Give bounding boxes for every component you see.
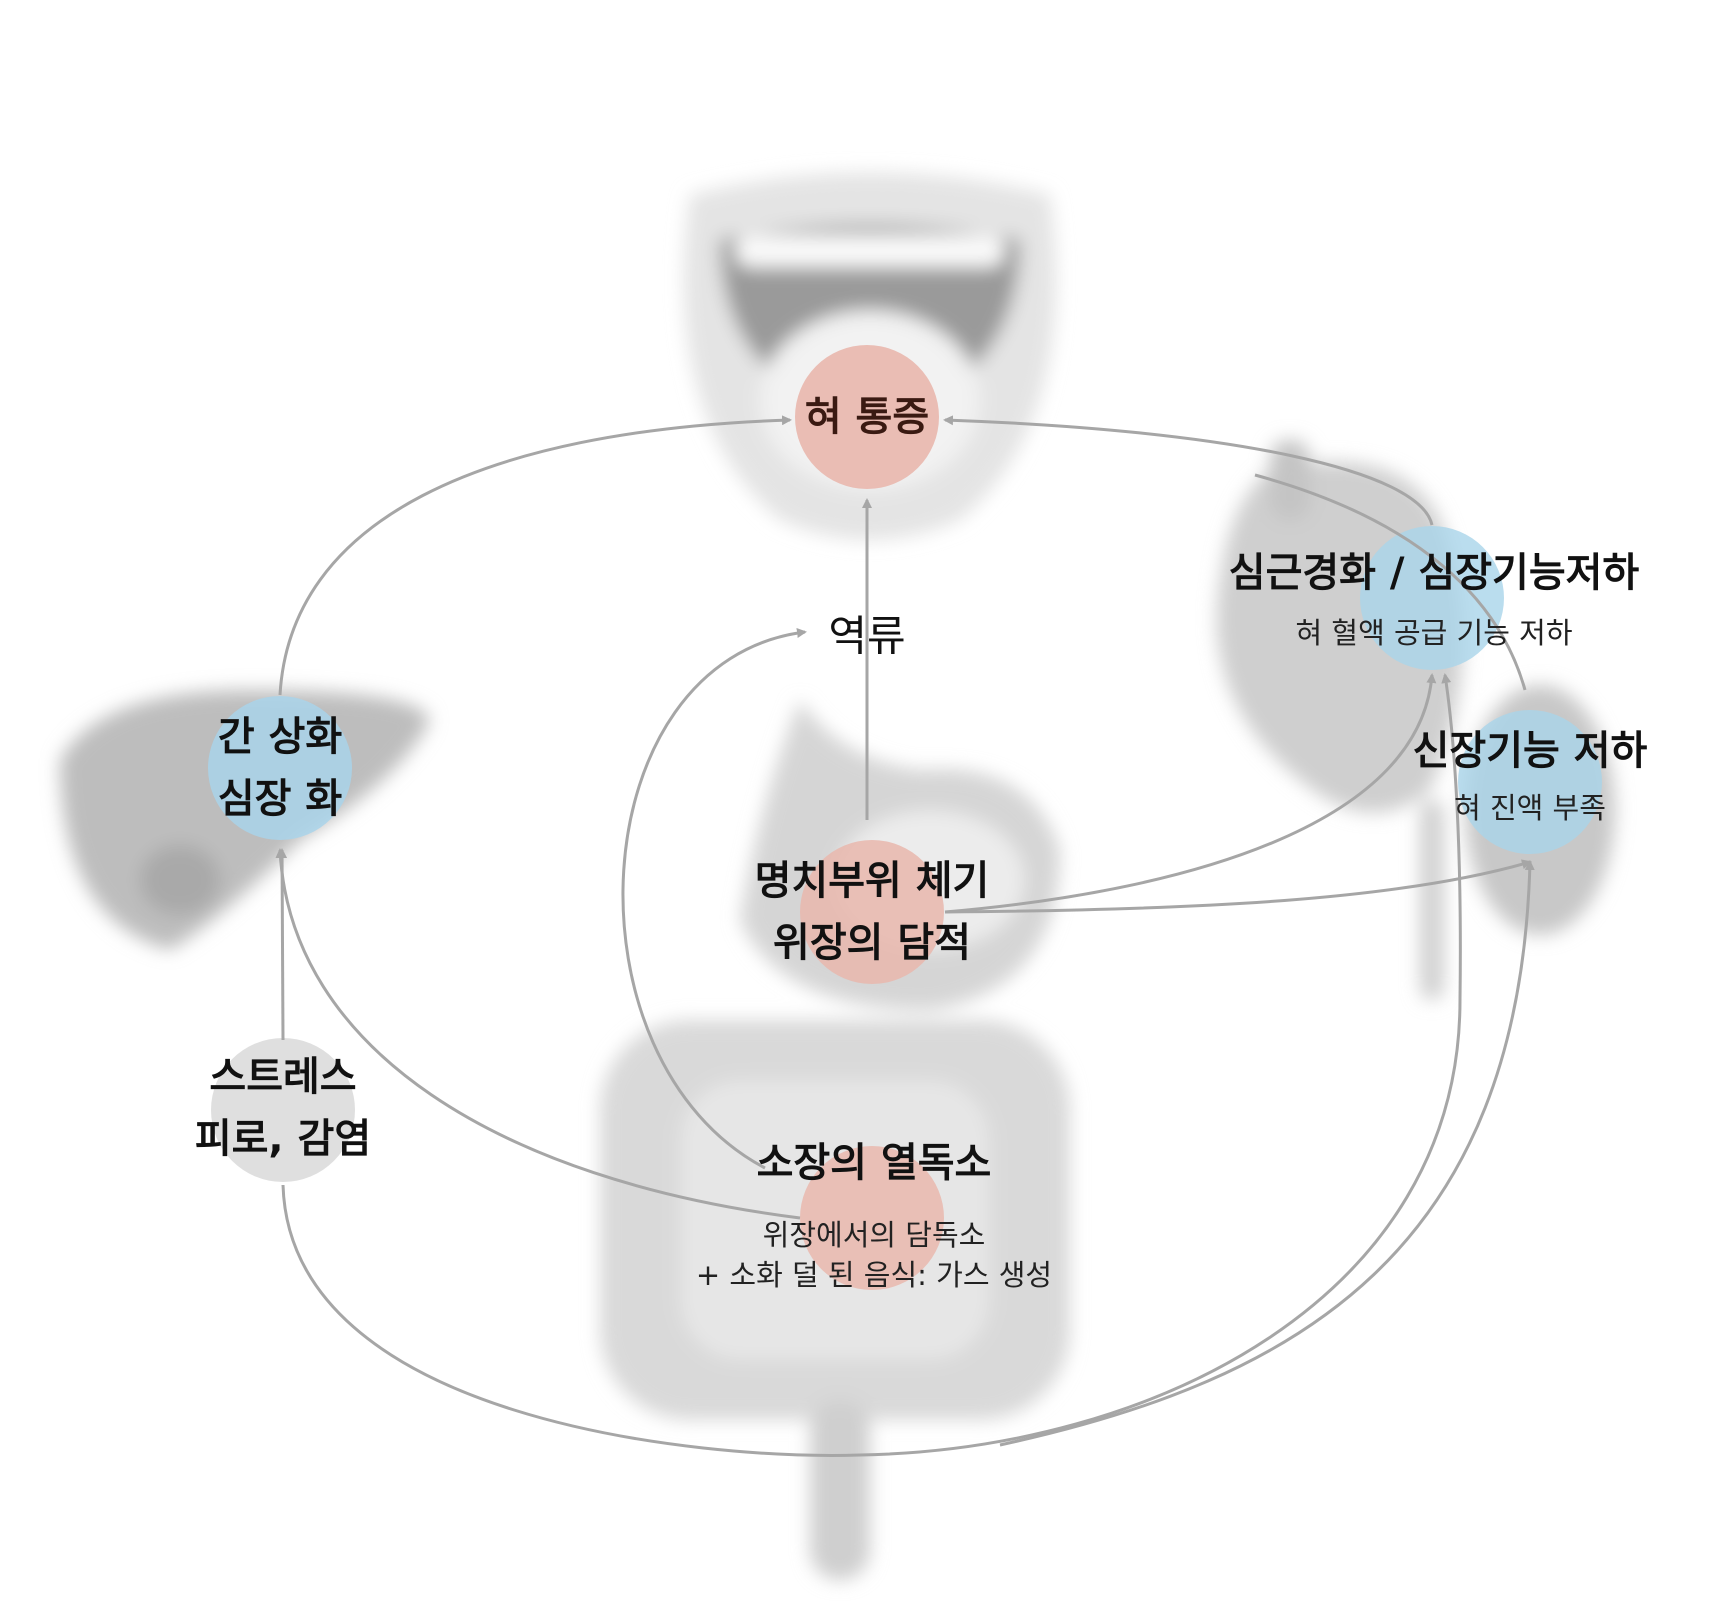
arrow-intestine-to-reflux bbox=[621, 628, 807, 1170]
stress-title-line1: 스트레스 bbox=[209, 1054, 357, 1100]
intestine-illustration bbox=[600, 1020, 1070, 1580]
kidney-sub: 혀 진액 부족 bbox=[1454, 791, 1606, 825]
liver-title-line1: 간 상화 bbox=[217, 714, 343, 760]
small-intestine-sub-line1: 위장에서의 담독소 bbox=[762, 1218, 986, 1252]
small-intestine-sub-line2: + 소화 덜 된 음식: 가스 생성 bbox=[695, 1258, 1053, 1292]
arrow-liver-to-tongue bbox=[278, 415, 792, 696]
arrow-stress-to-heart bbox=[281, 673, 1462, 1457]
epigastric-title-line1: 명치부위 체기 bbox=[754, 858, 990, 904]
reflux-label: 역류 bbox=[828, 611, 906, 661]
arrow-stress-to-liver bbox=[277, 848, 288, 1041]
stress-label: 스트레스 피로, 감염 bbox=[195, 1046, 371, 1170]
liver-title-line2: 심장 화 bbox=[217, 776, 343, 822]
epigastric-label: 명치부위 체기 위장의 담적 bbox=[755, 850, 990, 974]
arrows bbox=[275, 415, 1535, 1457]
heart-sub: 혀 혈액 공급 기능 저하 bbox=[1295, 616, 1573, 650]
arrow-epigastric-to-kidney bbox=[944, 859, 1532, 914]
kidney-title: 신장기능 저하 bbox=[1412, 728, 1648, 774]
epigastric-circle bbox=[800, 840, 944, 984]
liver-label: 간 상화 심장 화 bbox=[218, 706, 342, 830]
liver-circle bbox=[208, 696, 352, 840]
arrow-stress-to-kidney bbox=[999, 860, 1535, 1447]
heart-title: 심근경화 / 심장기능저하 bbox=[1228, 550, 1640, 596]
tongue-pain-label: 혀 통증 bbox=[804, 394, 930, 440]
arrow-intestine-to-liver bbox=[275, 848, 801, 1220]
small-intestine-title: 소장의 열독소 bbox=[756, 1140, 992, 1186]
arrow-heart-to-tongue bbox=[943, 415, 1434, 526]
epigastric-title-line2: 위장의 담적 bbox=[773, 920, 971, 966]
tongue-pain-circle bbox=[795, 345, 939, 489]
arrow-epigastric-to-heart bbox=[944, 673, 1437, 914]
heart-circle bbox=[1360, 526, 1504, 670]
small-intestine-circle bbox=[800, 1146, 944, 1290]
arrow-kidney-to-tongue bbox=[1254, 473, 1527, 691]
kidney-circle bbox=[1458, 710, 1602, 854]
small-intestine-sub: 위장에서의 담독소 + 소화 덜 된 음식: 가스 생성 bbox=[696, 1215, 1052, 1295]
stress-title-line2: 피로, 감염 bbox=[194, 1116, 372, 1162]
stress-circle bbox=[211, 1038, 355, 1182]
